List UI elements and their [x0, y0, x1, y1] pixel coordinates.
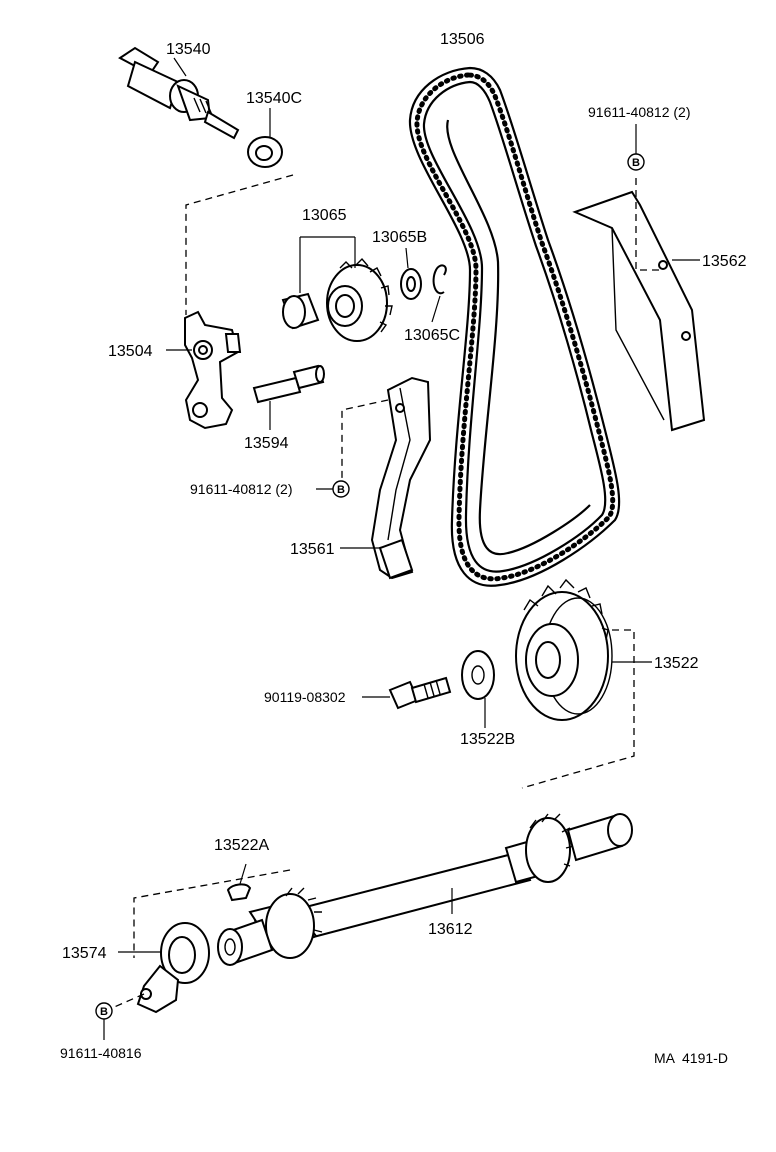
- woodruff-key-13522a: [226, 863, 252, 902]
- bolt-90119-08302: [362, 676, 452, 710]
- label-13065b: 13065B: [372, 229, 427, 246]
- bearing-holder-13574: [111, 922, 210, 1014]
- bolt-marker-text: B: [337, 484, 345, 496]
- label-13561: 13561: [290, 541, 335, 558]
- label-13594: 13594: [244, 435, 289, 452]
- balance-shaft-13612: [217, 813, 633, 966]
- timing-chain: [408, 66, 621, 587]
- label-13504: 13504: [108, 343, 153, 360]
- label-13506: 13506: [440, 31, 485, 48]
- snap-ring-13065c: [431, 264, 447, 323]
- bolt-b-mid: B: [316, 480, 350, 498]
- washer-13065b: [400, 247, 422, 300]
- assembly-line-tensioner: [185, 174, 294, 315]
- part-labels: 13540 13540C 13506 91611-40812 (2) 13065…: [60, 31, 747, 1066]
- label-91611-40812-mid: 91611-40812 (2): [190, 481, 292, 497]
- chain-tensioner-13540: [118, 46, 240, 140]
- label-13574: 13574: [62, 945, 107, 962]
- label-91611-40812-top: 91611-40812 (2): [588, 104, 690, 120]
- bolt-marker-text: B: [100, 1006, 108, 1018]
- drawing-code: MA 4191-D: [654, 1050, 728, 1066]
- label-13065c: 13065C: [404, 327, 460, 344]
- washer-13540c: [247, 108, 283, 168]
- washer-13522b: [461, 650, 495, 728]
- crank-sprocket-13522: [515, 578, 652, 789]
- label-91611-40816: 91611-40816: [60, 1045, 142, 1061]
- bolt-marker-text: B: [632, 157, 640, 169]
- chain-guide-13561: [340, 376, 432, 580]
- label-13562: 13562: [702, 253, 747, 270]
- label-13522: 13522: [654, 655, 699, 672]
- label-13612: 13612: [428, 921, 473, 938]
- tensioner-lever-13504: [166, 310, 242, 430]
- pivot-pin-13594: [252, 364, 325, 430]
- chain-damper-13562: [572, 178, 706, 432]
- label-13522a: 13522A: [214, 837, 269, 854]
- assembly-line-shaft: [133, 869, 291, 958]
- label-13522b: 13522B: [460, 731, 515, 748]
- label-13065: 13065: [302, 207, 347, 224]
- label-90119-08302: 90119-08302: [264, 689, 346, 705]
- idler-sprocket-13065: [281, 236, 393, 342]
- label-13540c: 13540C: [246, 90, 302, 107]
- label-13540: 13540: [166, 41, 211, 58]
- bolt-b-top: B: [627, 124, 645, 171]
- bolt-b-bottom: B: [95, 1002, 113, 1040]
